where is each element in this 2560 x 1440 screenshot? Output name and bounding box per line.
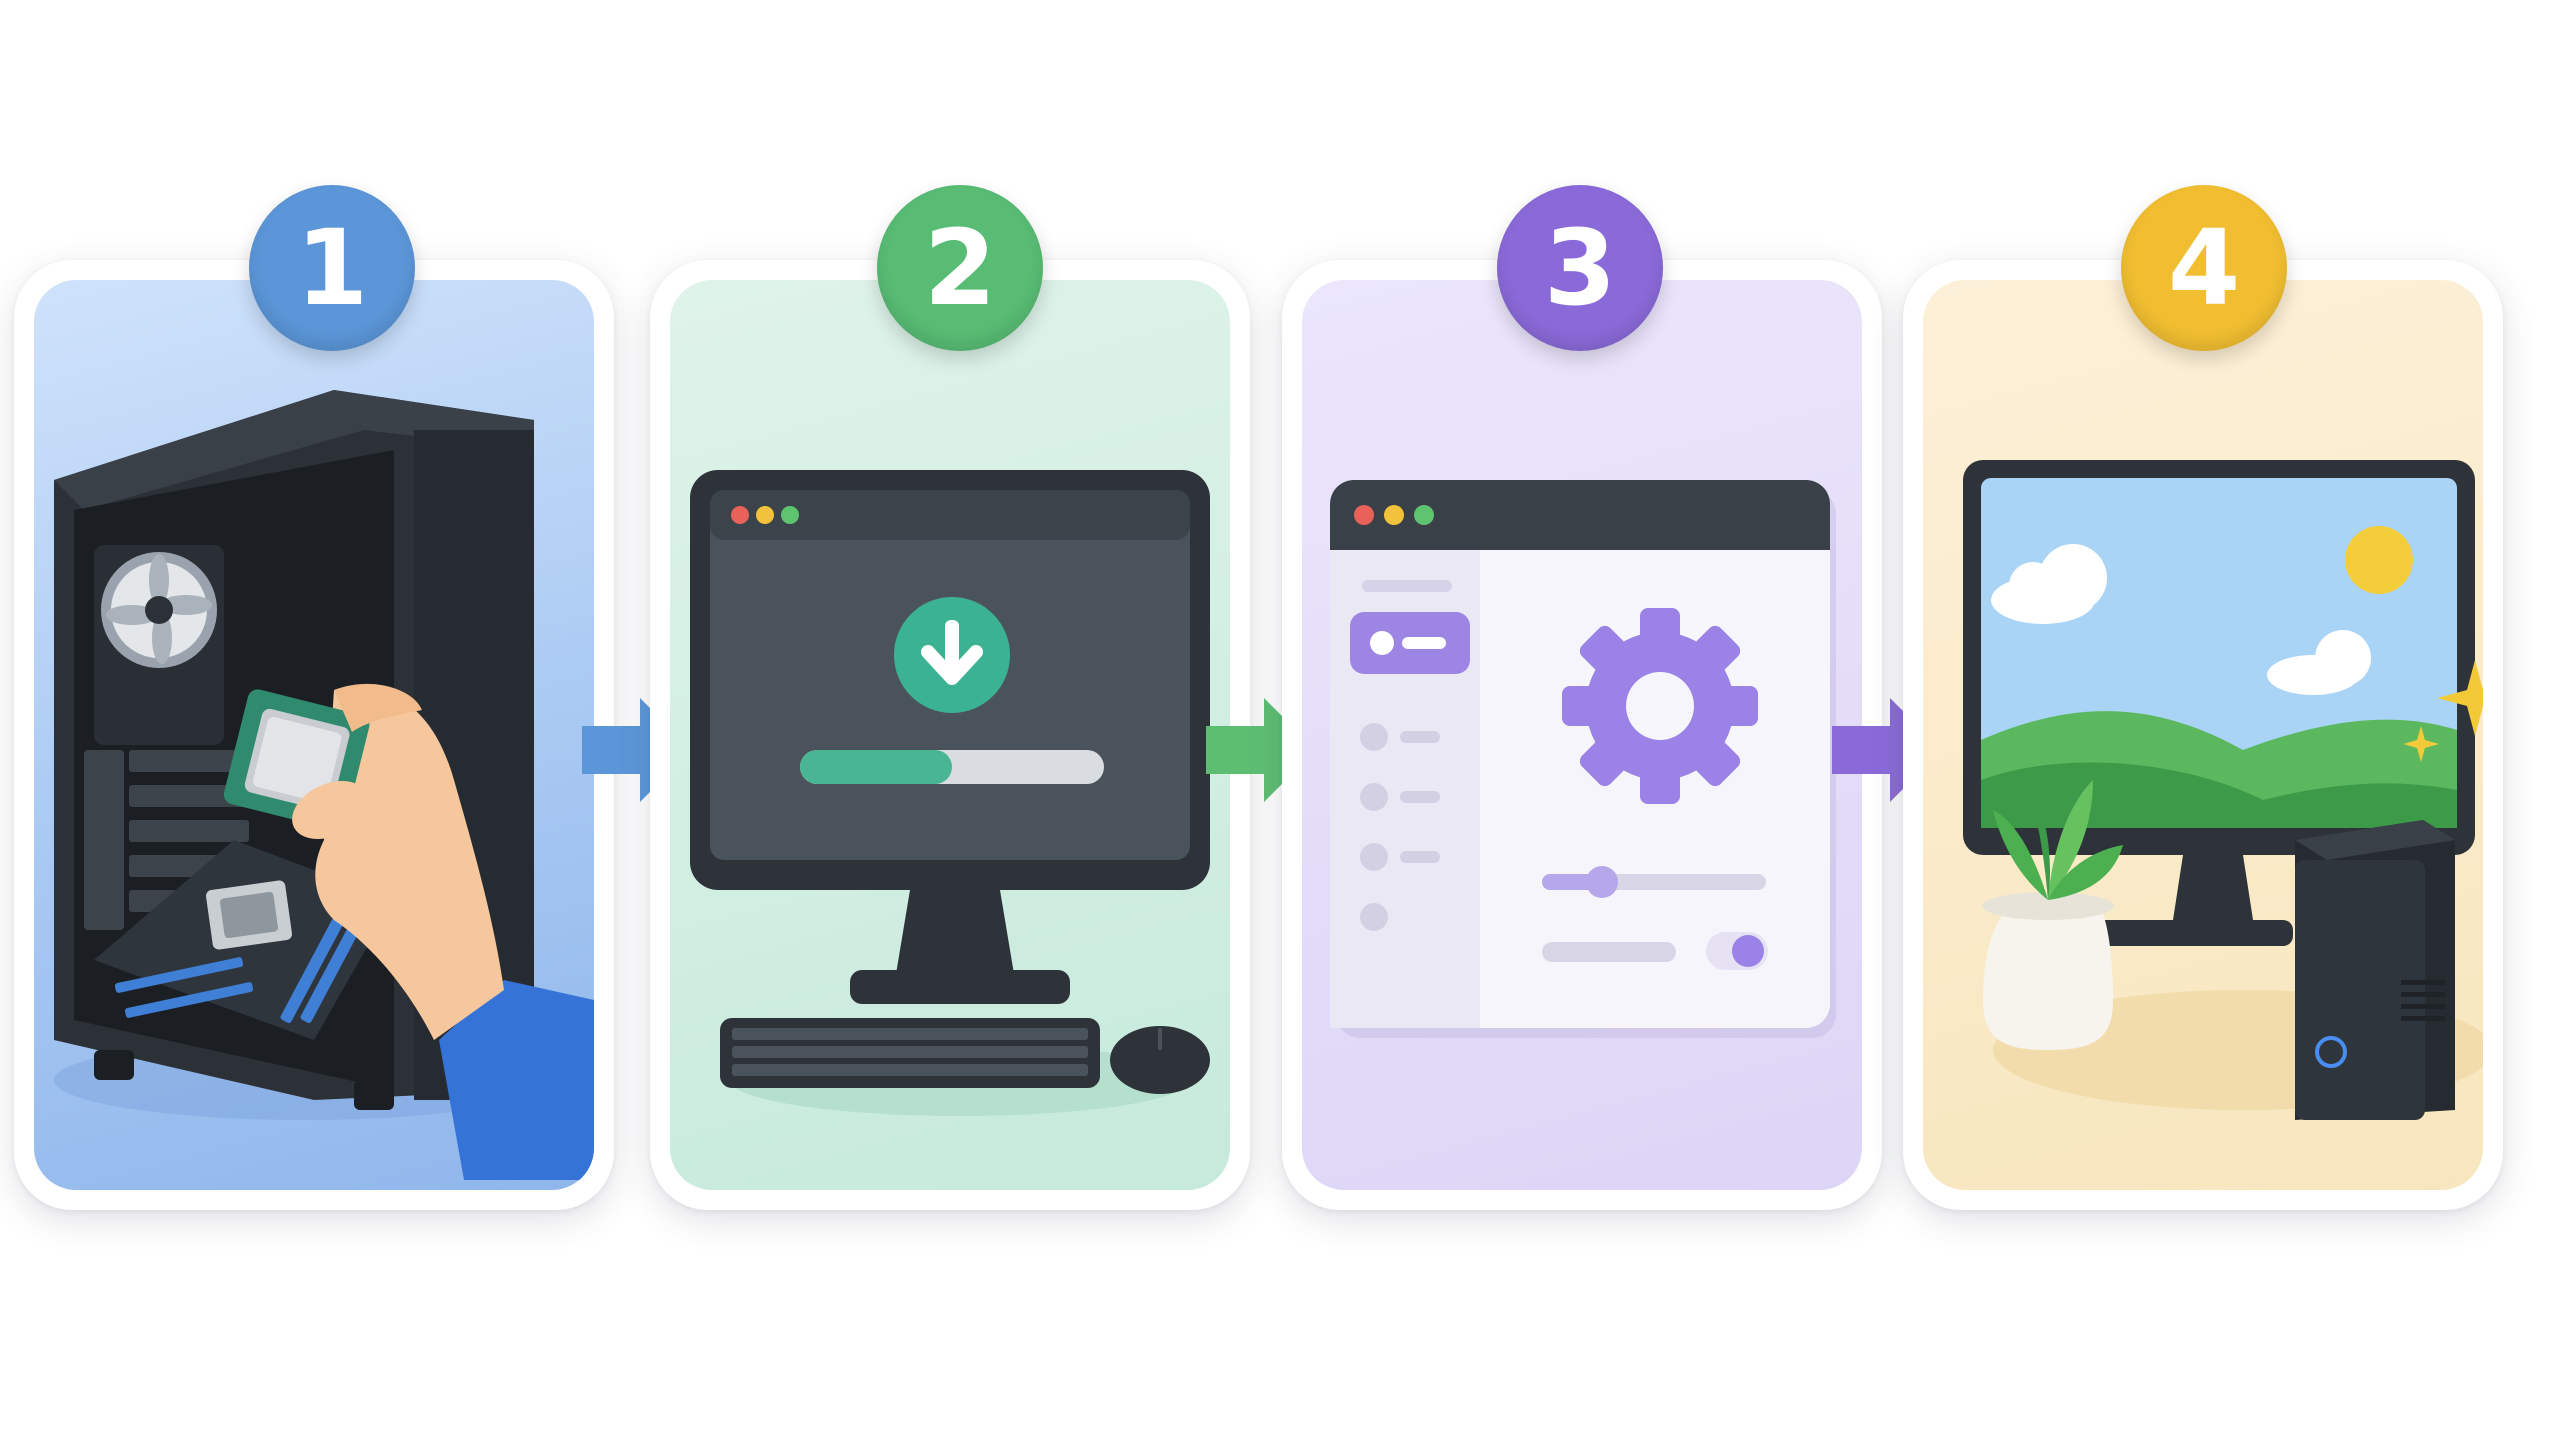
potted-plant-icon [1982,770,2123,1050]
keyboard-icon [720,1018,1100,1088]
step-number-badge-3: 3 [1497,185,1663,351]
case-fan-icon [94,545,224,745]
power-button-icon [2315,1036,2347,1068]
cloud-icon [1991,544,2371,695]
toggle-switch-icon [1706,932,1768,970]
progress-fill [800,750,952,784]
mouse-icon [1110,1026,1210,1094]
window-minimize-dot [756,506,774,524]
slider-icon [1542,866,1766,898]
step-number-badge-2: 2 [877,185,1043,351]
step-number-badge-1: 1 [249,185,415,351]
window-close-dot [1354,505,1374,525]
step-illustration-2 [670,280,1230,1190]
window-close-dot [731,506,749,524]
hand-holding-cpu-icon [223,683,594,1180]
pc-tower-icon [2295,820,2455,1120]
sun-icon [2345,526,2413,594]
step-illustration-3 [1302,280,1862,1190]
window-maximize-dot [781,506,799,524]
step-card-3 [1282,260,1882,1210]
step-card-4 [1903,260,2503,1210]
step-illustration-4 [1923,280,2483,1190]
step-illustration-1 [34,280,594,1190]
step-number-badge-4: 4 [2121,185,2287,351]
monitor-icon [1963,460,2475,946]
window-maximize-dot [1414,505,1434,525]
sparkle-icon [2403,660,2483,762]
gear-icon [1562,608,1758,804]
step-card-1 [14,260,614,1210]
monitor-icon [690,470,1210,1004]
window-minimize-dot [1384,505,1404,525]
download-icon [894,597,1010,713]
step-card-2 [650,260,1250,1210]
settings-window-icon [1330,480,1836,1038]
